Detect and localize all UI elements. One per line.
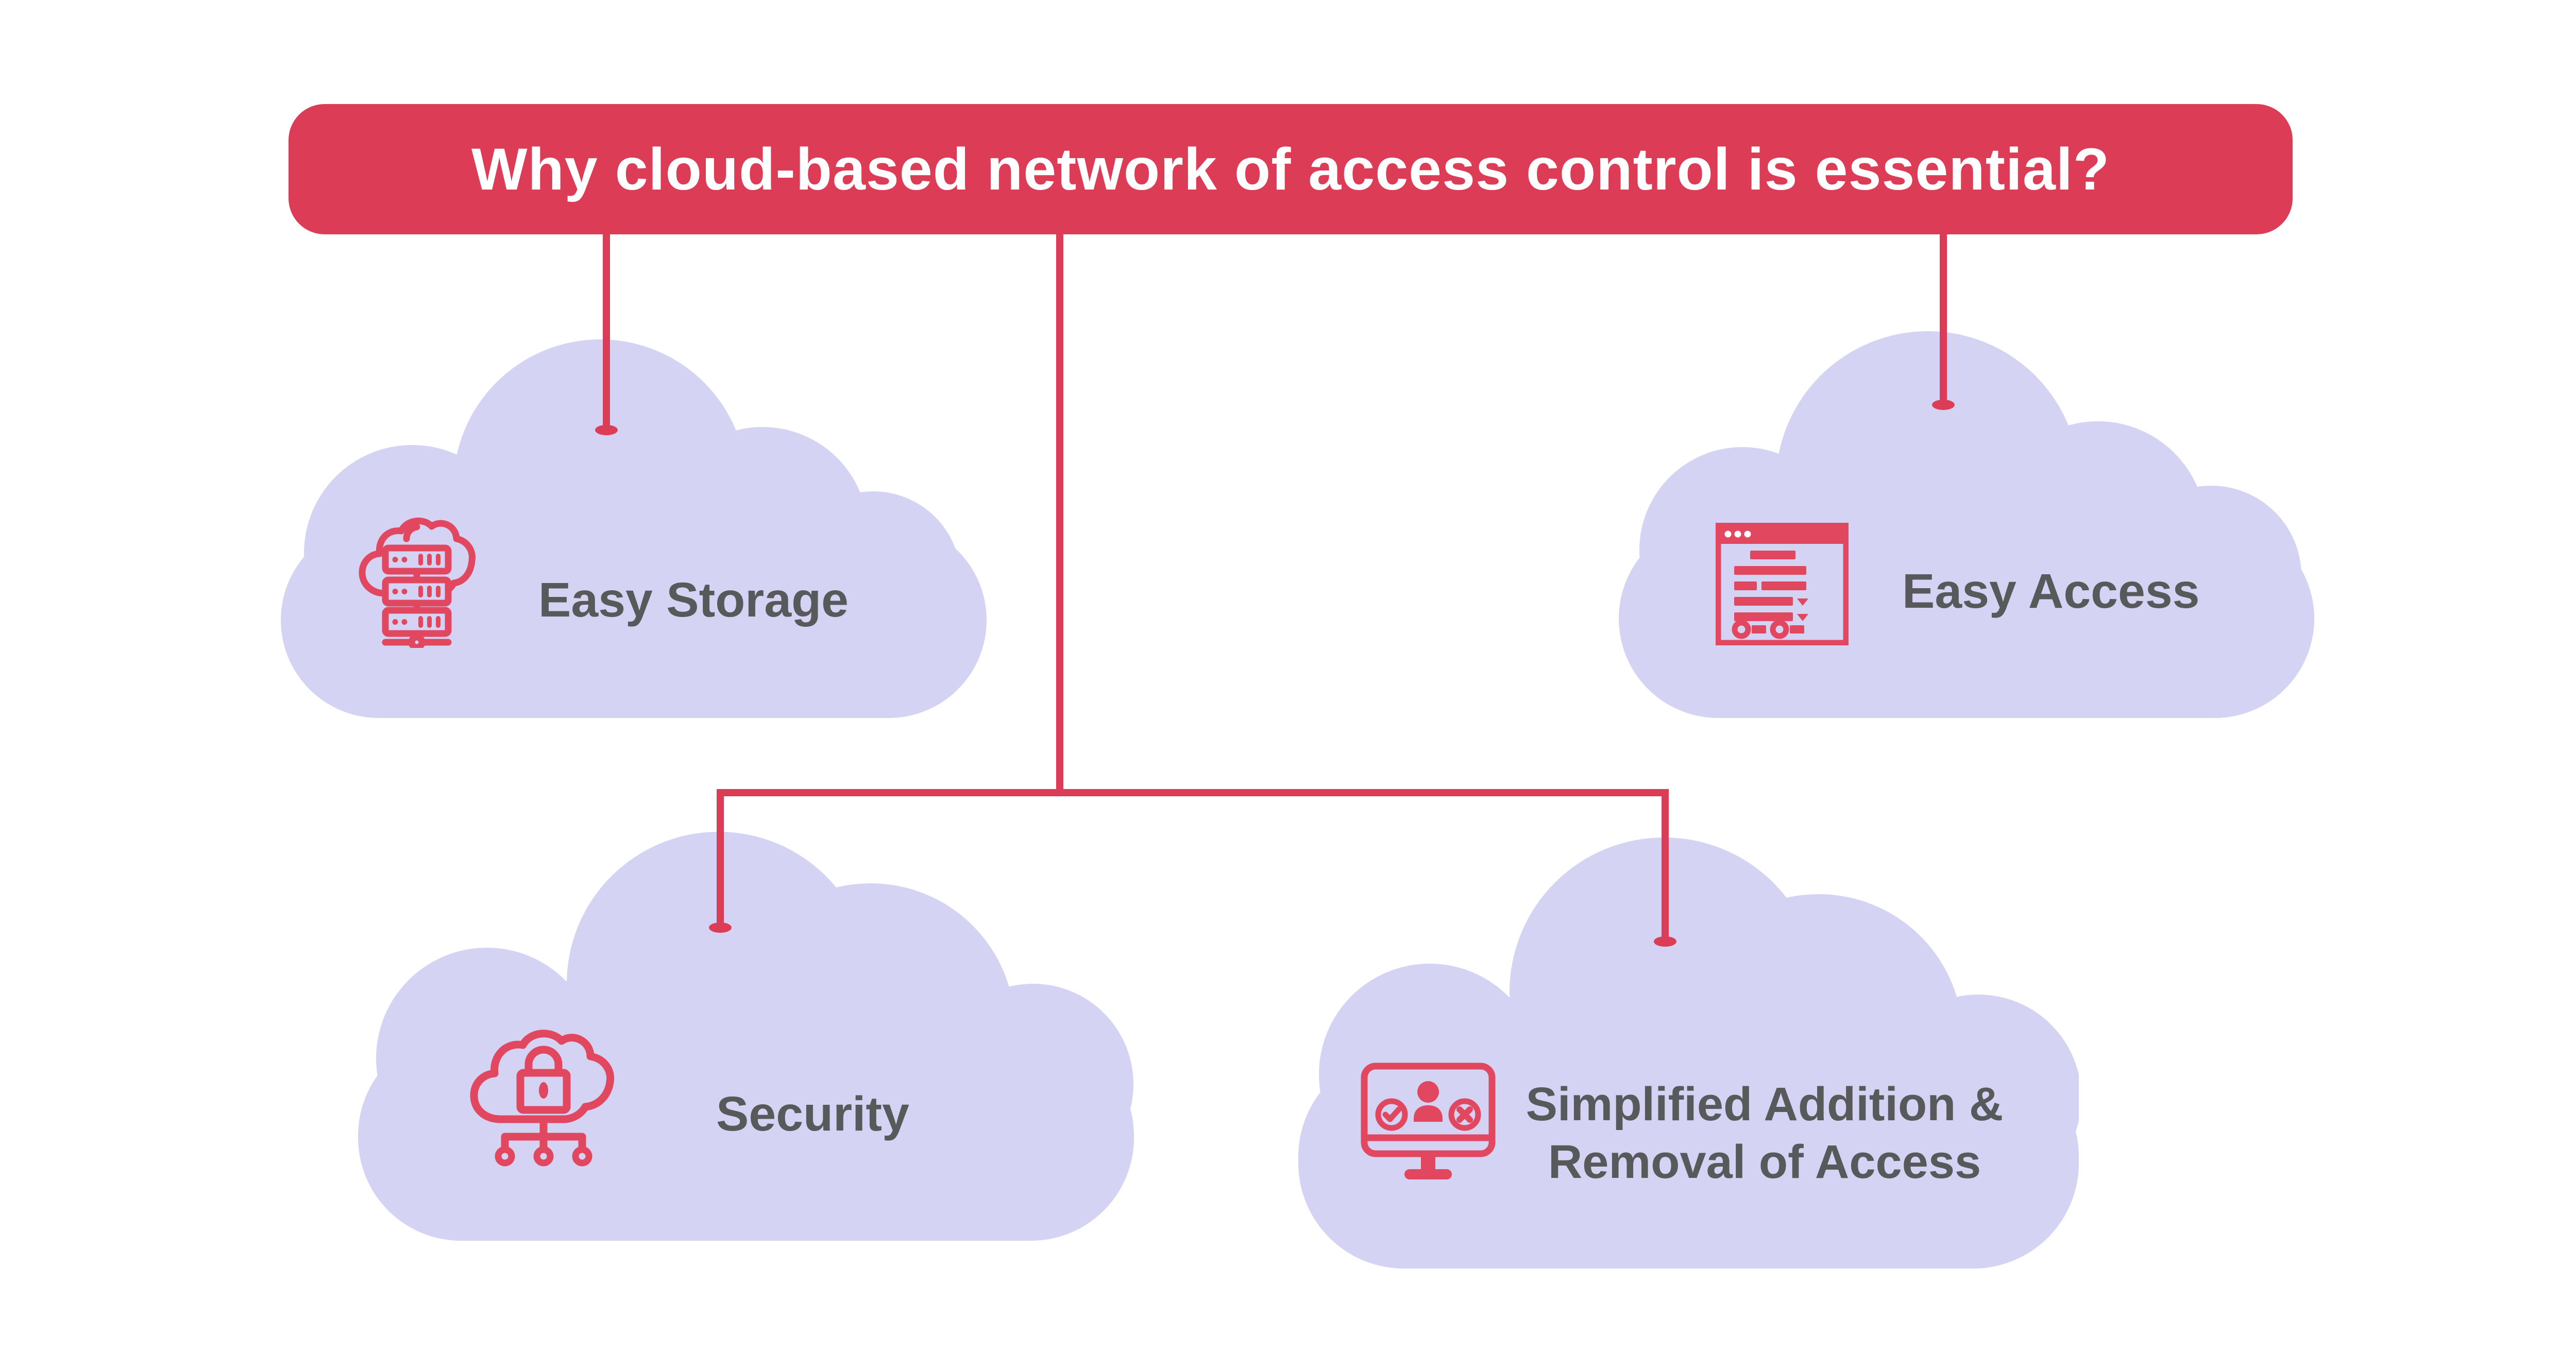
connector-branch-to-security [717, 789, 724, 931]
connector-endpoint-dot-security [709, 922, 732, 933]
banner: Why cloud-based network of access contro… [289, 104, 2293, 234]
cloud-shape [281, 339, 987, 718]
connector-endpoint-dot-simplified [1654, 936, 1676, 947]
cloud-simplified-access [1298, 837, 2079, 1269]
connector-banner-stem [1056, 232, 1063, 796]
connector-banner-to-easy-storage [603, 232, 610, 430]
cloud-lock-icon [470, 1030, 615, 1167]
security-label: Security [716, 1087, 909, 1141]
connector-banner-to-easy-access [1940, 232, 1947, 405]
easy-access-label: Easy Access [1902, 564, 2200, 619]
cloud-easy-storage [281, 339, 987, 718]
browser-list-icon [1716, 523, 1849, 645]
connector-branch-horizontal [717, 789, 1669, 796]
connector-endpoint-dot-easy-access [1932, 400, 1955, 410]
simplified-access-label-line2: Removal of Access [1548, 1136, 1981, 1188]
cloud-shape [1298, 837, 2079, 1269]
simplified-access-label: Simplified Addition & Removal of Access [1494, 1075, 2035, 1191]
connector-branch-to-simplified [1662, 789, 1669, 945]
banner-title: Why cloud-based network of access contro… [471, 136, 2110, 202]
easy-storage-label: Easy Storage [538, 573, 849, 627]
cloud-servers-icon [359, 517, 476, 648]
simplified-access-label-line1: Simplified Addition & [1526, 1078, 2004, 1131]
monitor-user-check-icon [1361, 1063, 1496, 1179]
connector-endpoint-dot-easy-storage [595, 425, 618, 435]
